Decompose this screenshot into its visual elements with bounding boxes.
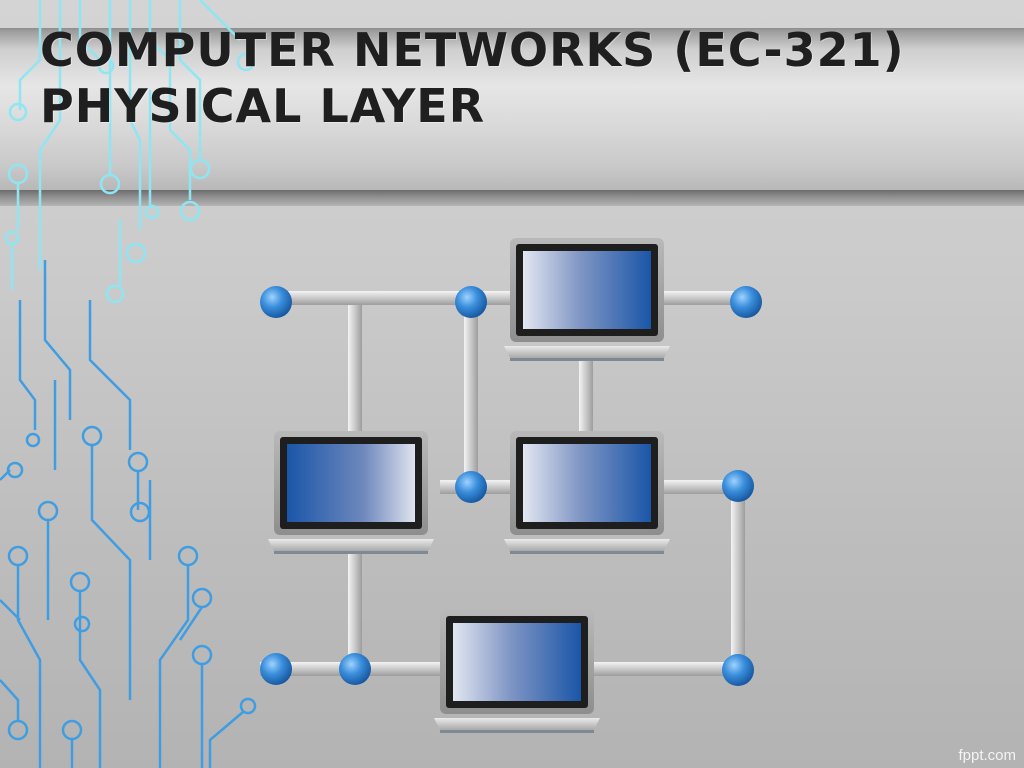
network-node-icon (455, 286, 487, 318)
network-node-icon (722, 654, 754, 686)
slide-title-line-2: PHYSICAL LAYER (40, 79, 486, 133)
laptop-icon (434, 610, 600, 733)
slide-title-line-1: COMPUTER NETWORKS (EC-321) (40, 23, 905, 77)
title-band-bottom-edge (0, 190, 1024, 206)
network-node-icon (722, 470, 754, 502)
network-node-icon (260, 653, 292, 685)
network-node-icon (339, 653, 371, 685)
network-node-icon (730, 286, 762, 318)
network-node-icon (260, 286, 292, 318)
watermark: fppt.com (958, 747, 1016, 764)
laptop-icon (268, 431, 434, 554)
laptop-icon (504, 238, 670, 361)
network-nodes (260, 286, 762, 686)
laptop-icon (504, 431, 670, 554)
slide-title: COMPUTER NETWORKS (EC-321) PHYSICAL LAYE… (40, 22, 1000, 134)
network-node-icon (455, 471, 487, 503)
